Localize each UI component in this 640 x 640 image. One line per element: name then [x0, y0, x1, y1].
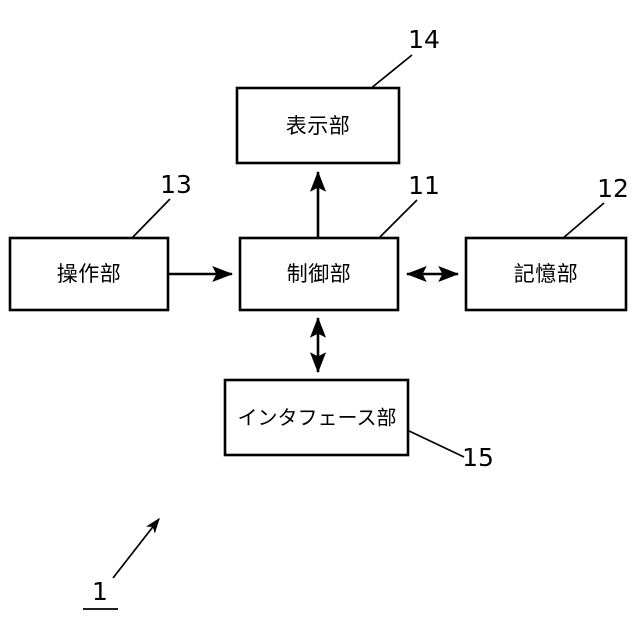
block-storage-rect [464, 236, 628, 312]
leader-line-15 [406, 429, 465, 458]
block-display-label: 表示部 [286, 114, 351, 138]
block-display-rect [235, 86, 401, 165]
block-operation-label: 操作部 [57, 262, 122, 286]
block-operation: 操作部 [8, 236, 170, 312]
figure-reference-numeral: 1 [92, 577, 108, 606]
block-control: 制御部 [238, 236, 400, 312]
block-control-label: 制御部 [287, 262, 352, 286]
leader-line-12 [561, 202, 605, 240]
block-storage: 記憶部 [464, 236, 628, 312]
reference-numeral-11: 11 [408, 171, 440, 200]
reference-numeral-12: 12 [597, 174, 629, 203]
block-interface: インタフェース部 [223, 378, 410, 457]
figure-reference-arrow [112, 517, 160, 579]
block-storage-label: 記憶部 [514, 262, 579, 286]
block-operation-rect [8, 236, 170, 312]
leader-line-14 [369, 54, 413, 90]
leader-line-13 [130, 198, 171, 240]
block-control-rect [238, 236, 400, 312]
leader-line-11 [377, 199, 418, 240]
reference-numeral-14: 14 [408, 25, 440, 54]
reference-numeral-15: 15 [462, 443, 494, 472]
block-interface-rect [223, 378, 410, 457]
block-interface-label: インタフェース部 [238, 406, 397, 430]
reference-numeral-13: 13 [160, 170, 192, 199]
block-display: 表示部 [235, 86, 401, 165]
